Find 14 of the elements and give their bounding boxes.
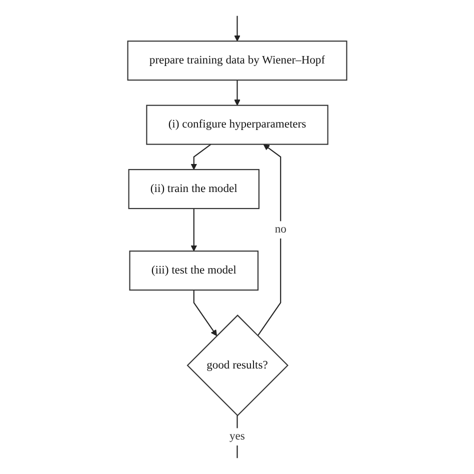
connector: [236, 416, 238, 458]
node-diamond: good results?: [186, 314, 288, 416]
edge-label: yes: [229, 430, 245, 443]
arrow: [257, 144, 281, 336]
arrow: [234, 16, 240, 42]
edge-label: no: [274, 223, 286, 236]
node-box: (i) configure hyperparameters: [146, 104, 328, 145]
arrow: [193, 290, 217, 336]
arrow: [190, 144, 212, 170]
node-box: prepare training data by Wiener–Hopf: [127, 40, 347, 81]
node-box: (ii) train the model: [128, 169, 260, 210]
arrow: [190, 208, 197, 252]
node-box: (iii) test the model: [128, 250, 258, 291]
arrow: [234, 80, 240, 106]
